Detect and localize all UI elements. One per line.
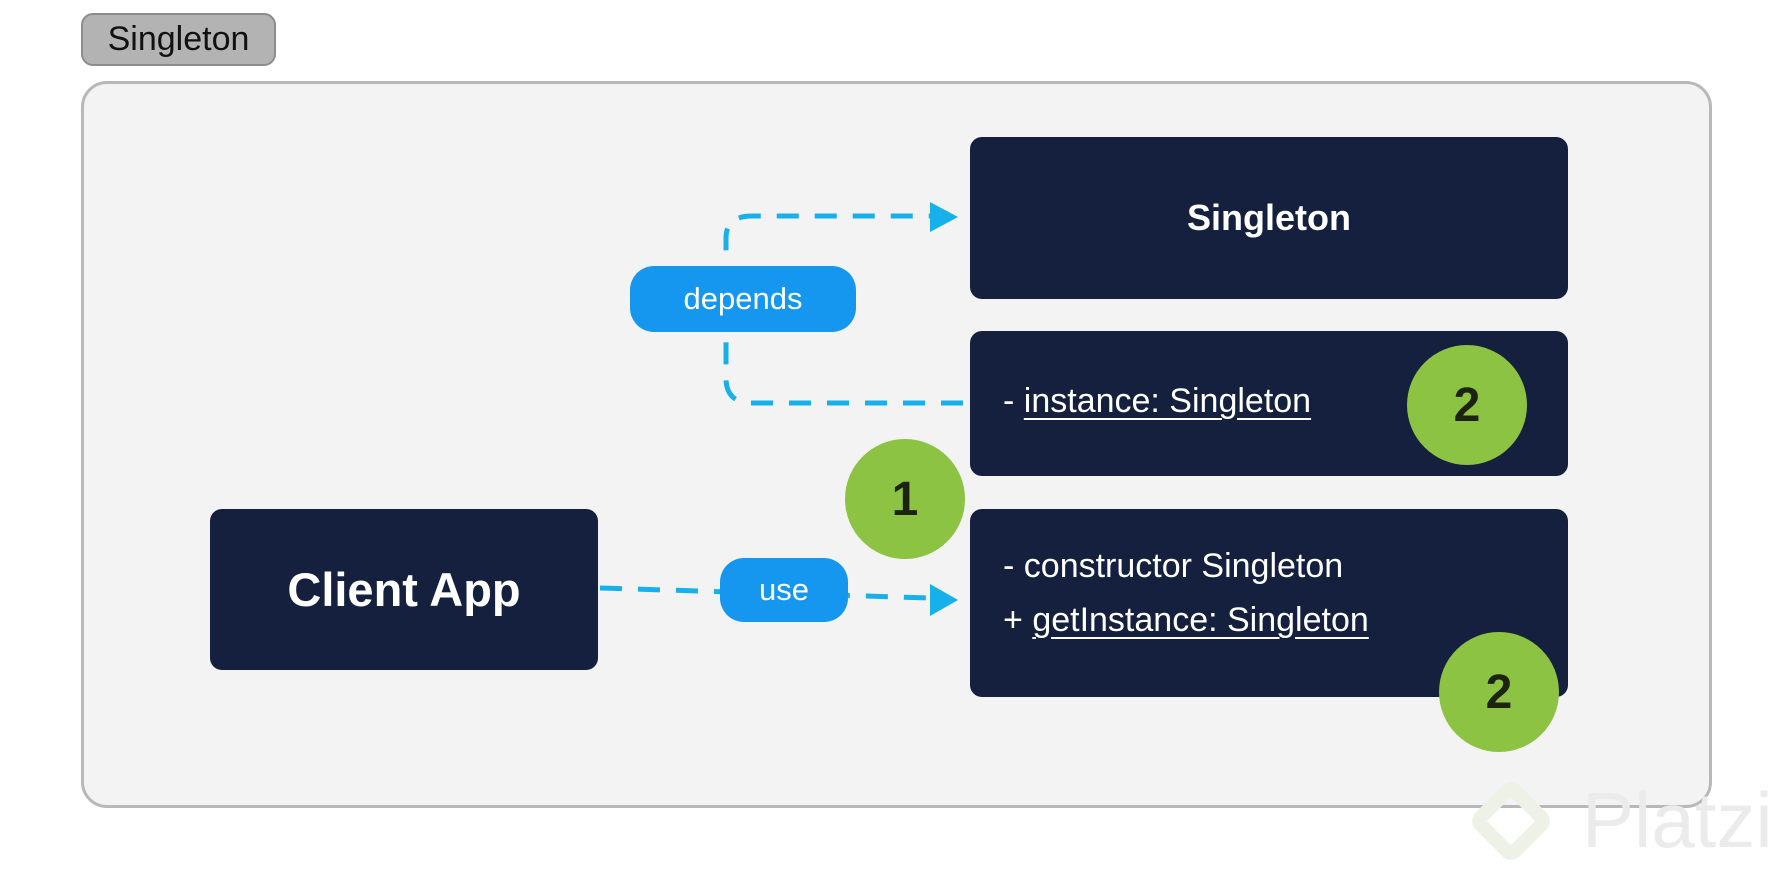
depends-arrowhead bbox=[930, 202, 958, 232]
method-constructor-visibility: - bbox=[1003, 547, 1024, 585]
step-2-attribute-badge: 2 bbox=[1407, 345, 1527, 465]
method-get-instance-visibility: + bbox=[1003, 601, 1033, 639]
frame-title: Singleton bbox=[107, 20, 250, 58]
method-get-instance: + getInstance: Singleton bbox=[1003, 593, 1568, 647]
attribute-instance: - instance: Singleton bbox=[1003, 374, 1568, 428]
client-app-node: Client App bbox=[210, 509, 598, 670]
depends-label-text: depends bbox=[683, 281, 803, 316]
step-1-number: 1 bbox=[891, 472, 919, 526]
step-2-method-badge: 2 bbox=[1439, 632, 1559, 752]
attribute-text: instance: Singleton bbox=[1023, 382, 1312, 420]
use-label-text: use bbox=[759, 572, 809, 607]
depends-edge-label: depends bbox=[630, 266, 856, 332]
frame-title-tab: Singleton bbox=[81, 13, 276, 66]
singleton-class-name-box: Singleton bbox=[970, 137, 1568, 299]
use-arrowhead bbox=[930, 584, 958, 616]
method-constructor-text: constructor Singleton bbox=[1023, 547, 1344, 585]
client-app-label: Client App bbox=[287, 563, 521, 616]
attribute-visibility: - bbox=[1003, 382, 1024, 420]
step-2-method-number: 2 bbox=[1485, 665, 1513, 719]
method-constructor: - constructor Singleton bbox=[1003, 539, 1568, 593]
use-edge-label: use bbox=[720, 558, 848, 622]
step-1-badge: 1 bbox=[845, 439, 965, 559]
step-2-attribute-number: 2 bbox=[1453, 378, 1481, 432]
singleton-class-name: Singleton bbox=[1187, 197, 1351, 238]
method-get-instance-text: getInstance: Singleton bbox=[1032, 601, 1369, 639]
